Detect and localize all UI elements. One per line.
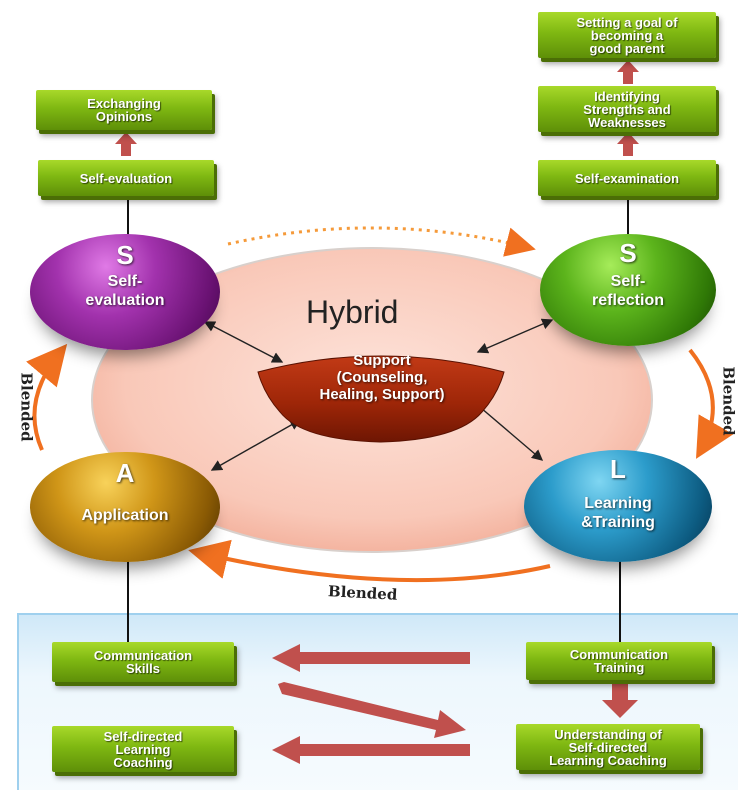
box-label: Setting a goal of becoming a good parent — [576, 14, 678, 56]
sphere-label: Application — [81, 507, 169, 524]
box-label: Self-evaluation — [79, 170, 173, 186]
sphere-self-reflection: S Self- reflection — [540, 234, 716, 346]
blended-arrow-right — [688, 348, 734, 459]
link-top-right — [476, 318, 554, 354]
left-arrow-lower — [272, 736, 470, 764]
up-arrows — [115, 60, 639, 156]
support-bowl — [257, 355, 505, 443]
sphere-learning-training: L Learning &Training — [524, 450, 712, 562]
box-exchanging-opinions: Exchanging Opinions — [36, 90, 212, 130]
sphere-label: Learning &Training — [581, 495, 655, 531]
left-arrow-upper — [272, 644, 470, 672]
blended-arrow-left — [26, 343, 68, 451]
sphere-letter: L — [610, 454, 626, 484]
up-arrow-right-1 — [617, 132, 639, 156]
up-arrow-right-2 — [617, 60, 639, 84]
box-communication-training: Communication Training — [526, 642, 712, 680]
box-label: Exchanging Opinions — [87, 96, 161, 124]
link-top-left — [203, 321, 284, 363]
support-label: Support (Counseling, Healing, Support) — [319, 352, 445, 403]
box-self-evaluation: Self-evaluation — [38, 160, 214, 196]
box-setting-goal: Setting a goal of becoming a good parent — [538, 12, 716, 58]
box-label: Communication Training — [569, 647, 669, 675]
sphere-label: Self- evaluation — [85, 273, 165, 309]
link-bottom-left — [210, 419, 302, 471]
box-understanding-coaching: Understanding of Self-directed Learning … — [516, 724, 700, 770]
blended-label-right: Blended — [719, 366, 738, 436]
blended-label-bottom: Blended — [327, 582, 398, 604]
blended-label-left: Blended — [17, 372, 36, 442]
diagonal-arrow — [278, 682, 466, 738]
sphere-label: Self- reflection — [591, 273, 664, 309]
blended-arrow-bottom — [188, 539, 551, 583]
link-bottom-right — [472, 401, 544, 461]
box-label: Communication Skills — [93, 648, 193, 676]
box-identifying-strengths: Identifying Strengths and Weaknesses — [538, 86, 716, 132]
sphere-self-evaluation: S Self- evaluation — [30, 234, 220, 350]
hybrid-label: Hybrid — [306, 294, 399, 330]
box-label: Self-directed Learning Coaching — [103, 728, 183, 770]
box-self-examination: Self-examination — [538, 160, 716, 196]
sphere-letter: A — [115, 458, 135, 488]
sphere-letter: S — [116, 240, 134, 270]
box-label: Identifying Strengths and Weaknesses — [583, 88, 671, 130]
up-arrow-left — [115, 132, 137, 156]
box-communication-skills: Communication Skills — [52, 642, 234, 682]
box-self-directed-coaching: Self-directed Learning Coaching — [52, 726, 234, 772]
box-label: Self-examination — [574, 170, 680, 186]
box-label: Understanding of Self-directed Learning … — [549, 726, 667, 768]
down-arrow — [602, 680, 638, 718]
sphere-application: A Application — [30, 452, 220, 562]
dotted-arrow-top — [227, 226, 536, 257]
sphere-letter: S — [619, 238, 637, 268]
